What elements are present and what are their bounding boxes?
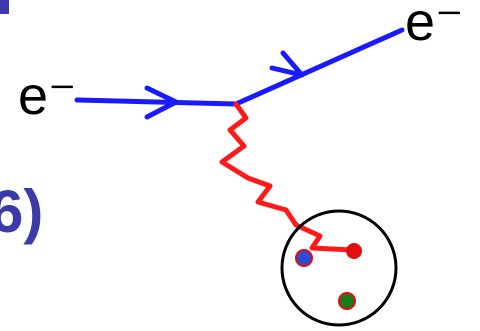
outgoing-electron-line <box>233 27 405 107</box>
left-fragment-label: 6) <box>0 178 43 245</box>
quark-red <box>346 243 362 259</box>
quark-green <box>338 292 356 310</box>
quark-blue <box>295 249 313 267</box>
photon-wavy-line <box>219 101 355 253</box>
incoming-electron-line <box>74 97 239 107</box>
incoming-arrow-icon <box>144 85 179 120</box>
nucleon-circle <box>280 209 398 327</box>
outgoing-arrow-icon <box>269 50 305 78</box>
incoming-electron-label: e⁻ <box>18 66 77 126</box>
corner-mark <box>0 0 9 14</box>
outgoing-electron-label: e⁻ <box>405 0 464 52</box>
